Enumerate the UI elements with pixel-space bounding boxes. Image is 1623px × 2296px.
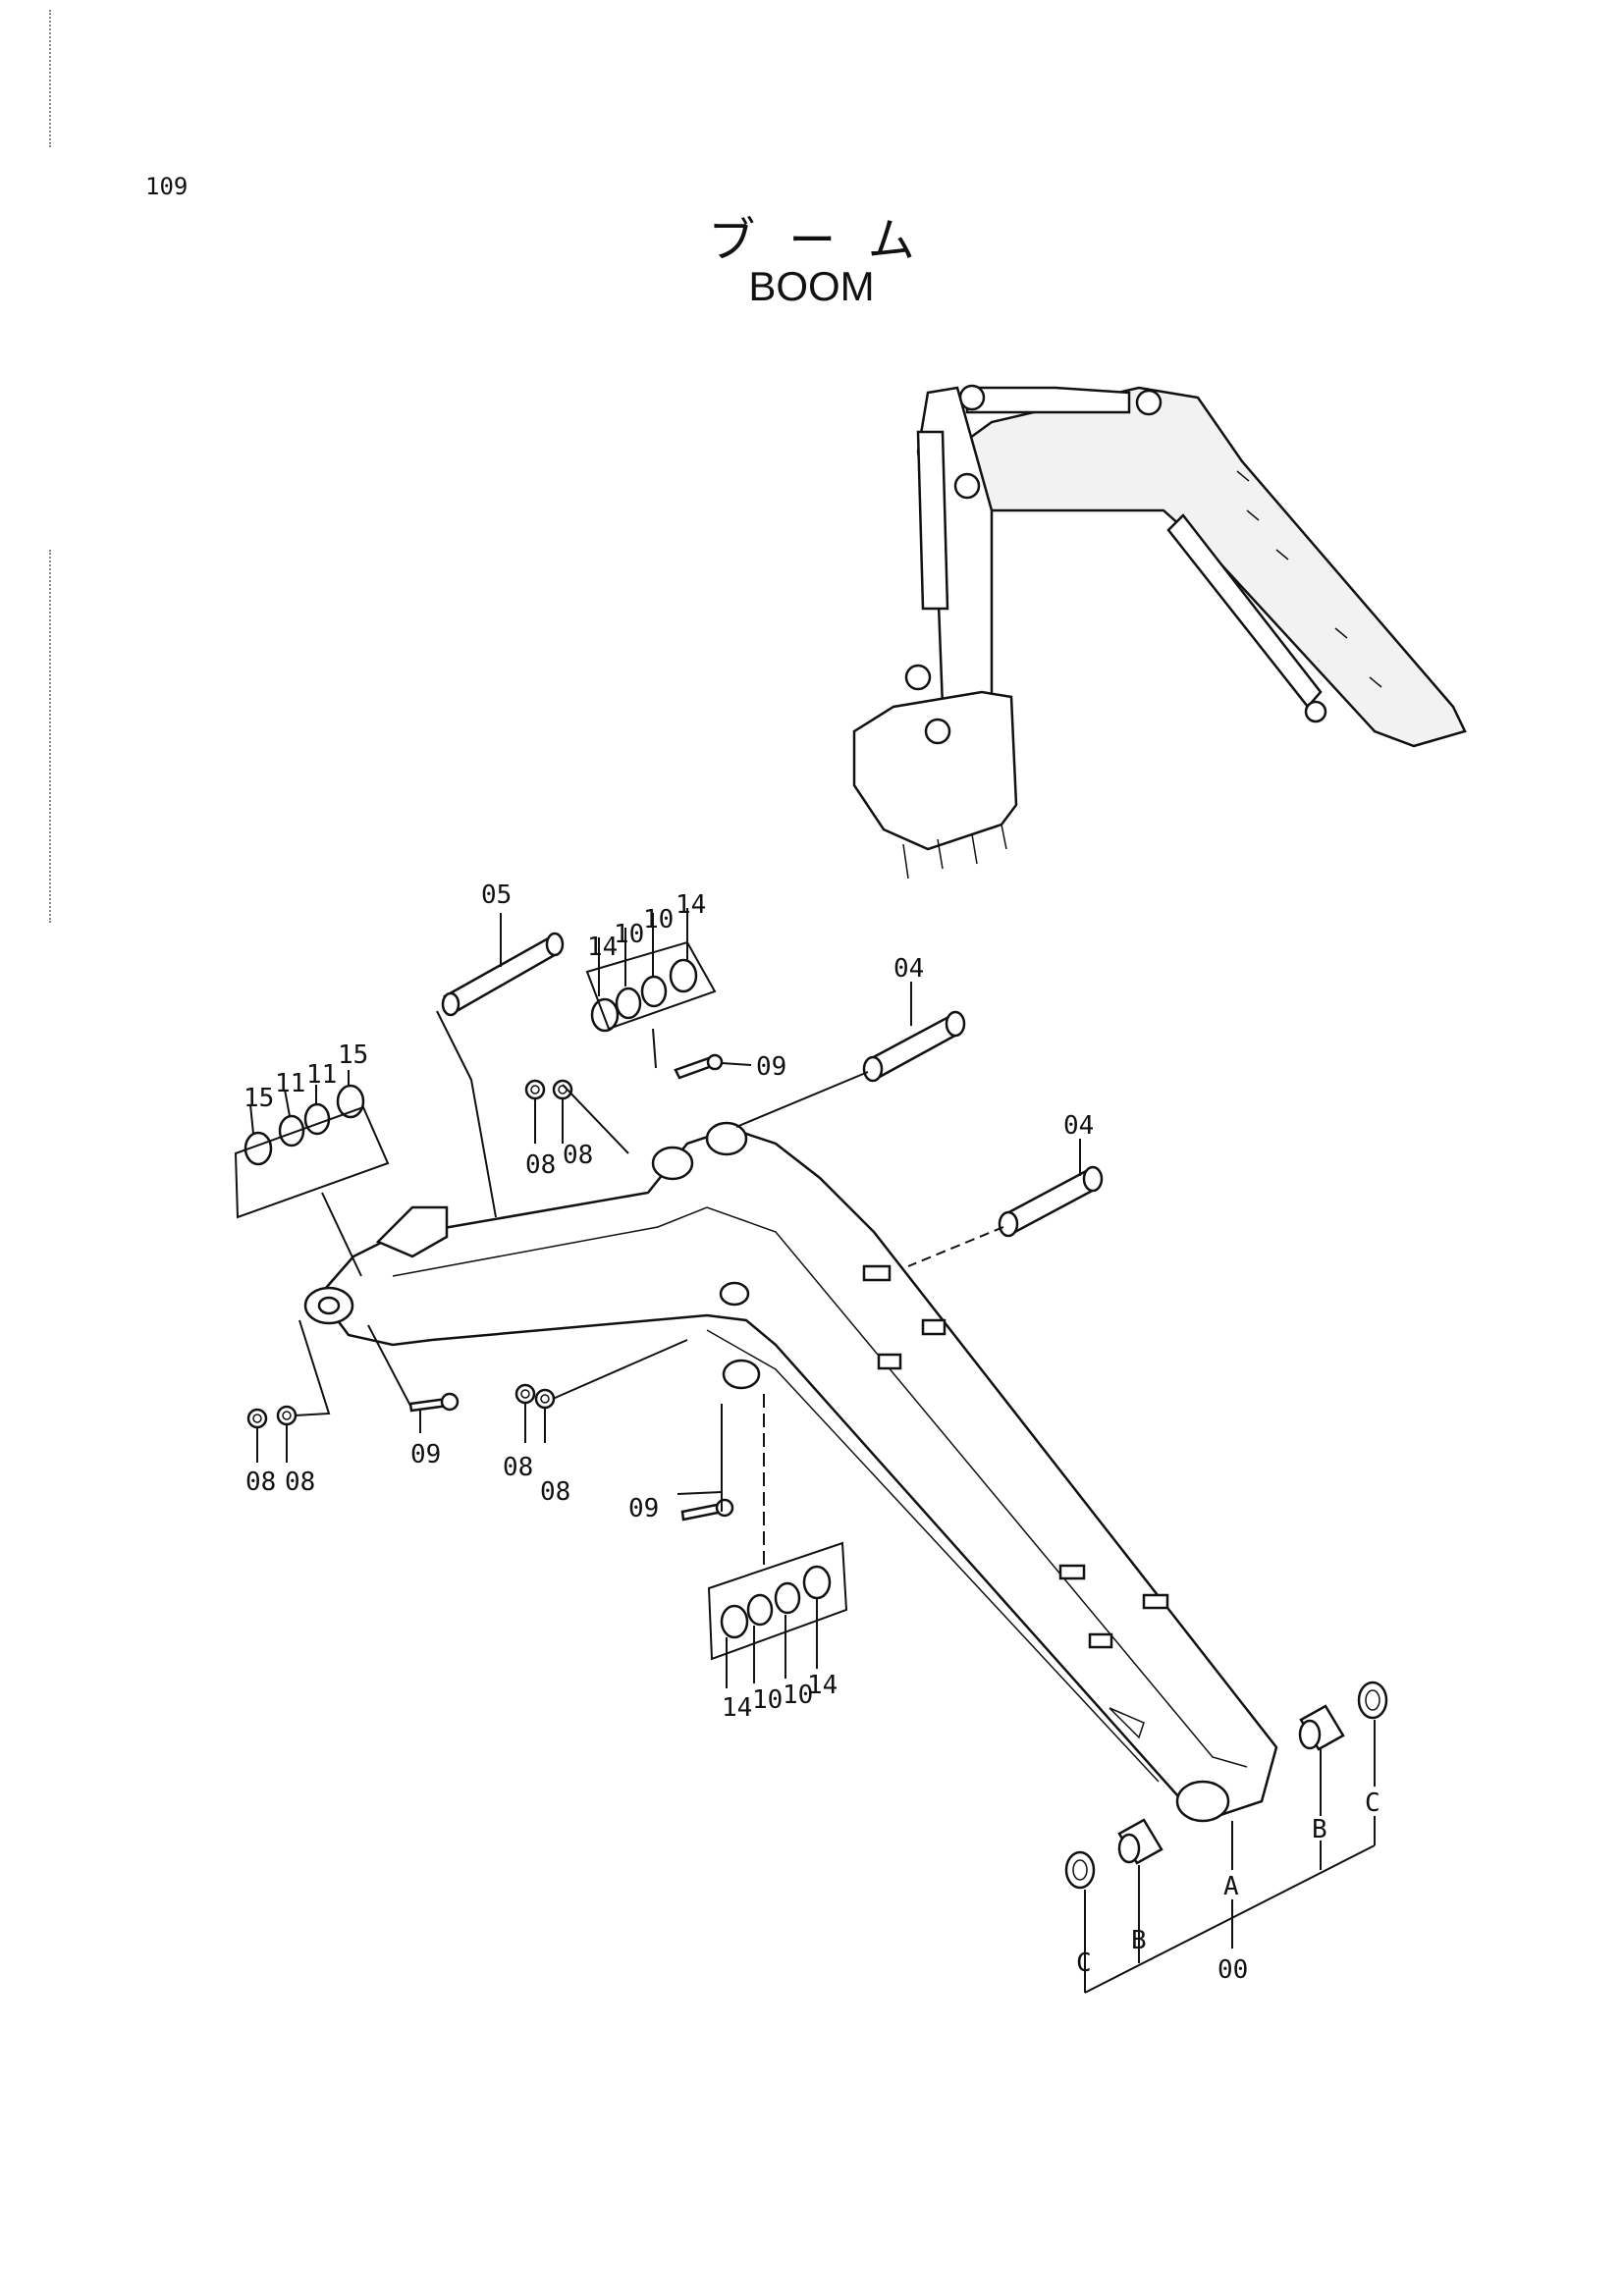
- label-c-right: C: [1365, 1789, 1380, 1818]
- nut-washer-08-left: [246, 1405, 298, 1429]
- label-15-left-b: 15: [338, 1041, 368, 1070]
- boom-assembly: [303, 1121, 1278, 1823]
- label-10-lower-a: 10: [752, 1685, 783, 1715]
- label-08-left-a: 08: [245, 1468, 276, 1497]
- overview-bucket: [852, 690, 1018, 851]
- overview-bucket-cylinder: [916, 430, 949, 611]
- overview-cylinder-rod-end: [1304, 700, 1327, 723]
- pin-05: [441, 932, 565, 1017]
- bolt-09-upper: [674, 1053, 724, 1080]
- boom-pad-4: [1058, 1564, 1086, 1580]
- boom-top-lug-1: [651, 1146, 694, 1181]
- label-14-upper-left: 14: [587, 933, 618, 962]
- overview-arm-cylinder: [965, 386, 1131, 414]
- front-attachment-overview: [852, 384, 1467, 880]
- label-08-left-b: 08: [285, 1468, 315, 1497]
- pin-04-upper: [862, 1010, 966, 1083]
- overview-arm-cylinder-pin: [958, 384, 986, 411]
- label-09-left: 09: [410, 1440, 441, 1469]
- pin-04-lower: [998, 1165, 1104, 1238]
- overview-boom: [936, 386, 1467, 748]
- title-japanese: ブーム: [708, 213, 948, 268]
- boom-body-edge: [392, 1206, 1248, 1768]
- bushing-b-right: [1298, 1704, 1345, 1751]
- scan-edge-mark-top: [49, 10, 51, 147]
- label-08-middle-b: 08: [540, 1477, 570, 1507]
- shim-stack-lower: [720, 1565, 832, 1639]
- label-05: 05: [481, 881, 512, 910]
- leader-lines: [234, 908, 1376, 1994]
- label-14-upper-right: 14: [676, 890, 706, 920]
- label-08-upper-a: 08: [525, 1150, 556, 1180]
- boom-top-lug-2: [705, 1121, 748, 1156]
- boom-mid-boss: [719, 1281, 750, 1307]
- overview-boom-detail: [1236, 470, 1382, 688]
- label-14-lower-right: 14: [807, 1671, 838, 1700]
- shim-stack-upper: [590, 958, 698, 1033]
- bolt-09-left: [408, 1392, 460, 1413]
- label-08-upper-b: 08: [563, 1141, 593, 1170]
- nut-washer-08-upper: [524, 1079, 573, 1100]
- label-b-right: B: [1312, 1815, 1327, 1844]
- title-english: BOOM: [748, 263, 875, 309]
- nut-washer-08-middle: [514, 1383, 556, 1410]
- boom-body: [317, 1127, 1278, 1818]
- bolt-09-lower: [680, 1498, 734, 1522]
- boom-pad-1: [862, 1264, 892, 1282]
- overview-boom-top-pin: [1135, 389, 1163, 416]
- label-10-upper-b: 10: [643, 905, 674, 934]
- boom-underside-edge: [706, 1329, 1160, 1783]
- label-14-lower-left: 14: [722, 1693, 752, 1723]
- page-number: 109: [145, 173, 189, 200]
- boom-foot-bracket: [375, 1205, 449, 1258]
- overview-bucket-pin: [924, 718, 951, 745]
- overview-bucket-teeth: [902, 824, 1007, 880]
- boom-tip-slot: [1109, 1707, 1145, 1739]
- label-15-left-a: 15: [243, 1084, 274, 1113]
- overview-arm-boom-pin: [953, 472, 981, 500]
- label-11-left-a: 11: [275, 1069, 305, 1098]
- label-09-upper: 09: [756, 1052, 786, 1082]
- label-10-upper-a: 10: [614, 920, 644, 949]
- seal-c-left: [1064, 1850, 1096, 1890]
- boom-pad-5: [1142, 1593, 1169, 1610]
- boom-pad-6: [1088, 1632, 1113, 1649]
- label-b-left: B: [1131, 1926, 1147, 1955]
- overview-link-pin: [904, 664, 932, 691]
- label-10-lower-b: 10: [783, 1681, 813, 1710]
- label-04-upper: 04: [893, 954, 924, 984]
- label-a: A: [1223, 1872, 1239, 1901]
- seal-c-right: [1357, 1681, 1388, 1720]
- boom-foot-bore: [317, 1296, 341, 1315]
- scan-edge-mark-middle: [49, 550, 51, 923]
- label-09-lower: 09: [628, 1494, 659, 1523]
- label-c-left: C: [1076, 1949, 1092, 1978]
- bushing-b-left: [1117, 1818, 1163, 1865]
- boom-cylinder-boss: [722, 1359, 761, 1390]
- boom-tip-boss: [1175, 1780, 1230, 1823]
- boom-pad-3: [877, 1353, 902, 1370]
- label-00: 00: [1217, 1955, 1248, 1985]
- boom-pad-2: [921, 1318, 947, 1336]
- label-11-left-b: 11: [306, 1060, 337, 1090]
- label-04-lower: 04: [1063, 1111, 1094, 1141]
- label-08-middle-a: 08: [503, 1453, 533, 1482]
- callout-labels: 05 14 10 10 14 04 09 08 08 04 15 11 11 1…: [243, 881, 1380, 1985]
- overview-boom-cylinder: [1166, 513, 1323, 709]
